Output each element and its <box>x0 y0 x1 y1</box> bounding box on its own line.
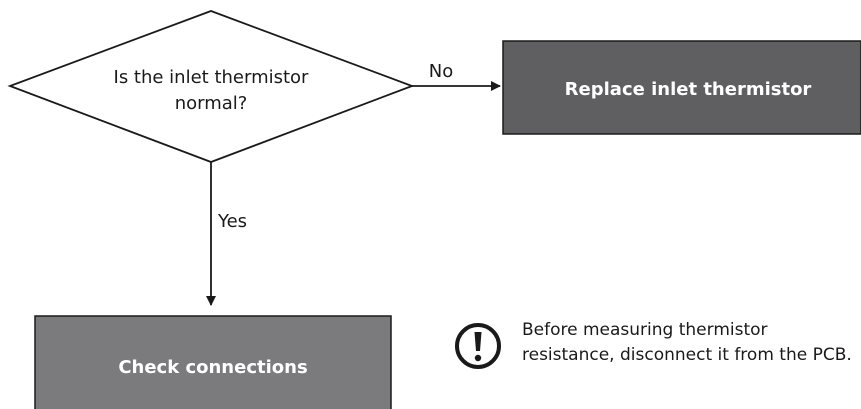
exclamation-circle-icon <box>457 325 499 367</box>
check-connections-label: Check connections <box>118 357 307 378</box>
replace-thermistor-label: Replace inlet thermistor <box>565 79 812 100</box>
caution-note: Before measuring thermistor resistance, … <box>522 318 852 368</box>
decision-text-line2: normal? <box>175 93 248 114</box>
yes-label: Yes <box>217 211 247 232</box>
no-label: No <box>429 61 453 82</box>
decision-text-line1: Is the inlet thermistor <box>114 67 310 88</box>
